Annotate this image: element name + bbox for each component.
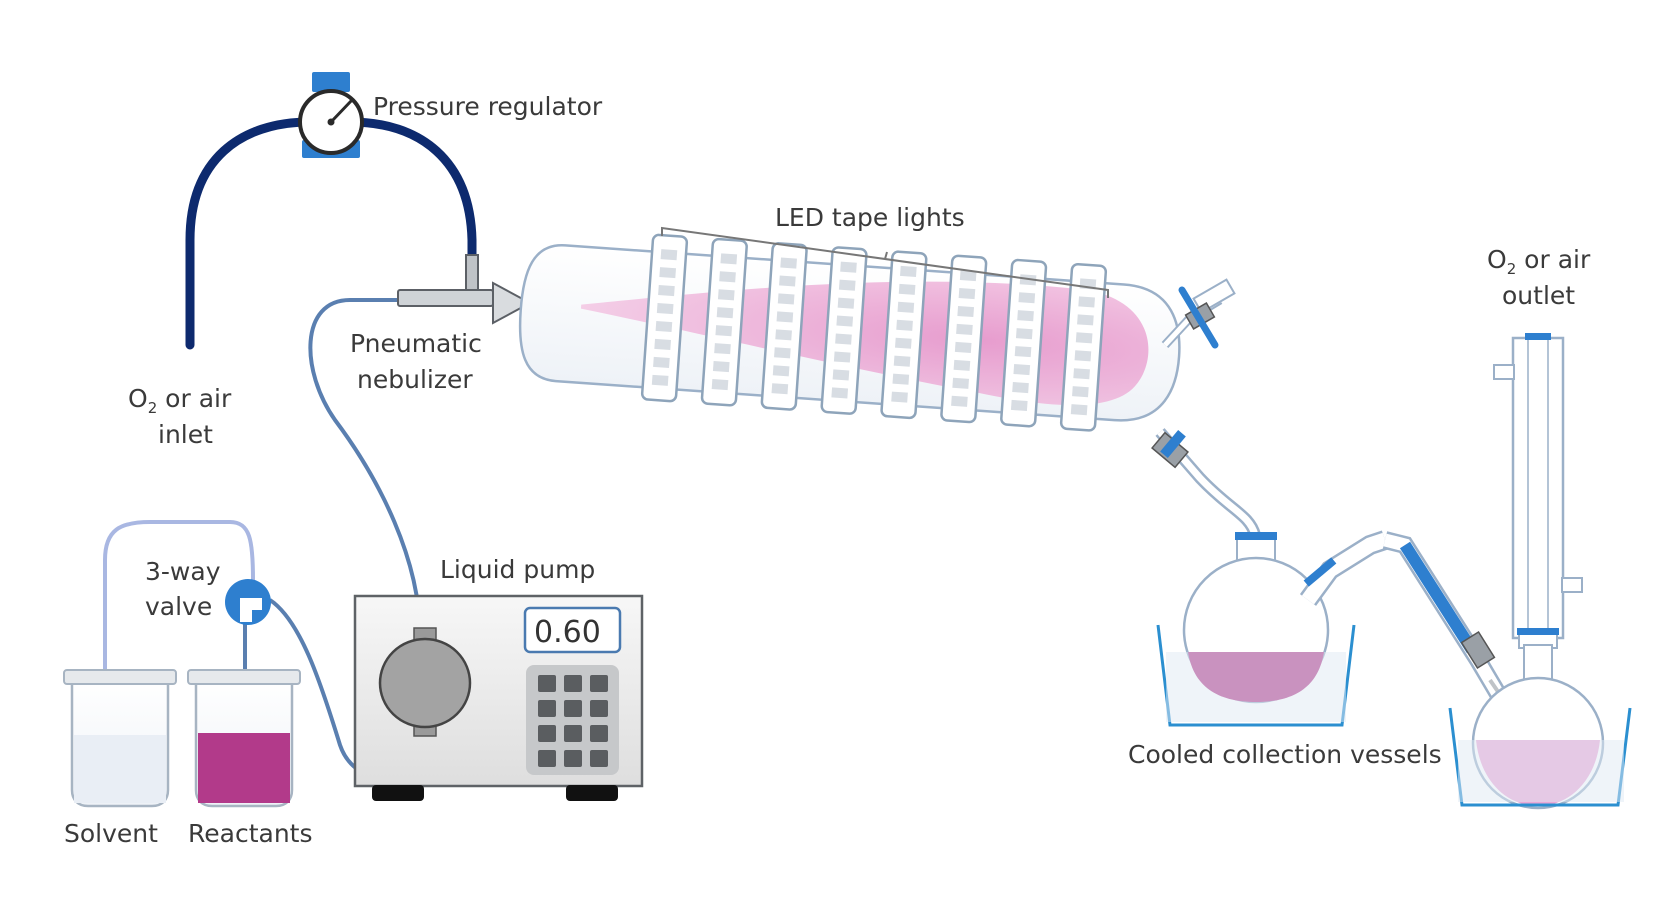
nebulizer-label-line1: Pneumatic	[350, 329, 482, 358]
led-strip	[940, 254, 988, 424]
three-way-valve	[225, 579, 271, 625]
pump-display-value: 0.60	[534, 615, 601, 650]
o2-outlet-label-line2: outlet	[1502, 281, 1575, 310]
liquid-pump	[353, 594, 644, 801]
valve-label-line2: valve	[145, 592, 212, 621]
led-bracket	[661, 226, 1109, 298]
o2-inlet-label-line2: inlet	[158, 420, 213, 449]
solvent-beaker	[63, 669, 177, 808]
ice-bath-2-water	[1458, 740, 1624, 802]
led-strip	[880, 250, 928, 420]
solvent-label: Solvent	[64, 819, 158, 848]
led-tape-lights	[640, 233, 1108, 432]
cooled-collection-vessels-label: Cooled collection vessels	[1128, 740, 1442, 769]
o2-outlet-o: O	[1487, 245, 1507, 274]
led-strip	[820, 246, 868, 415]
o2-inlet-rest: or air	[157, 384, 232, 413]
pressure-regulator-label: Pressure regulator	[373, 92, 603, 121]
reactants-beaker	[187, 669, 301, 808]
ice-bath-1-water	[1166, 652, 1346, 722]
o2-outlet-rest: or air	[1516, 245, 1591, 274]
liquid-pump-label: Liquid pump	[440, 555, 595, 584]
reactor-outlet-tube	[1151, 428, 1261, 540]
ice-bath-1	[1156, 624, 1356, 727]
led-tape-lights-label: LED tape lights	[775, 203, 965, 232]
solvent-line	[103, 520, 255, 770]
led-strip	[760, 242, 808, 411]
pump-keypad	[526, 665, 619, 775]
photoreactor	[518, 233, 1181, 432]
reactor-stopcock	[1161, 278, 1236, 349]
pressure-regulator	[298, 72, 364, 158]
o2-inlet-label: O2 or air	[128, 384, 232, 417]
o2-inlet-o: O	[128, 384, 148, 413]
pump-display	[523, 606, 622, 654]
o2-outlet-subscript: 2	[1507, 260, 1517, 278]
o2-outlet-label: O2 or air	[1487, 245, 1591, 278]
reactants-label: Reactants	[188, 819, 313, 848]
led-strip	[640, 233, 689, 403]
nebulizer-label-line2: nebulizer	[357, 365, 473, 394]
valve-label-line1: 3-way	[145, 557, 221, 586]
led-strip	[700, 237, 748, 407]
condenser	[1493, 333, 1583, 649]
o2-inlet-subscript: 2	[148, 399, 158, 417]
led-strip	[1000, 258, 1048, 428]
pump-head	[378, 627, 472, 737]
liquid-feed-tubing	[308, 298, 422, 636]
